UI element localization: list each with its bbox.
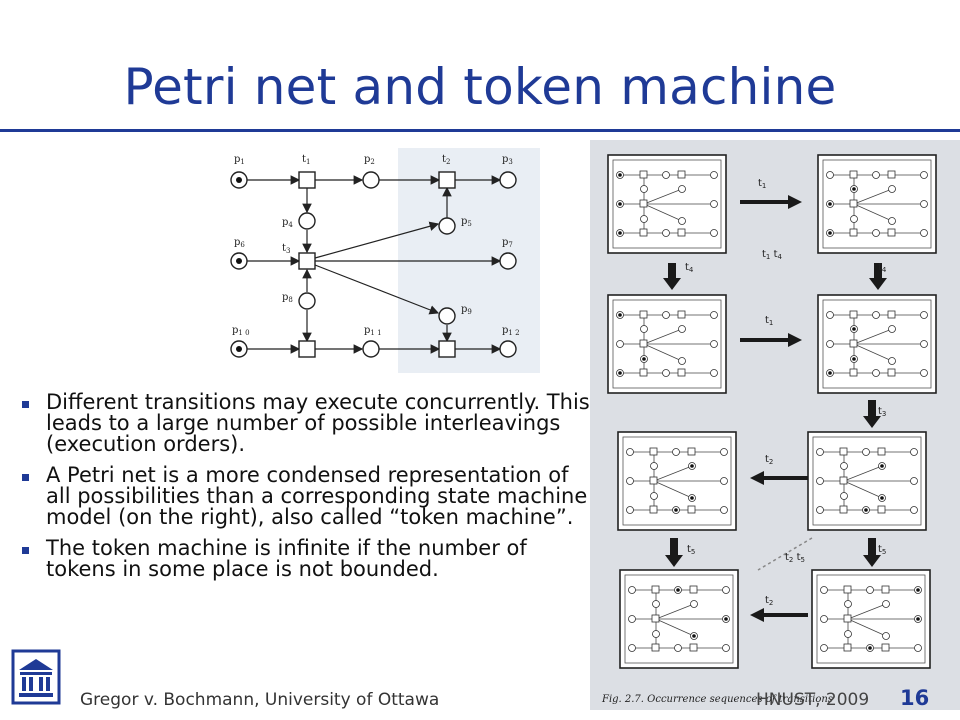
state-thumbnail [607, 154, 727, 254]
label-p8: p8 [282, 292, 293, 304]
footer-author: Gregor v. Bochmann, University of Ottawa [80, 690, 440, 710]
arrow-label-2: t4 [685, 262, 694, 274]
slide-title: Petri net and token machine [123, 58, 837, 116]
label-p3: p3 [502, 154, 513, 166]
bullet-square-icon [22, 401, 29, 408]
label-p11: p1 1 [364, 325, 382, 337]
label-t1: t1 [302, 154, 311, 166]
petri-net-diagram: p1 t1 p2 t2 p3 p4 p5 p6 t3 p7 p8 p9 p1 0… [230, 154, 520, 358]
state-thumbnail [607, 294, 727, 394]
bullet-text: The token machine is infinite if the num… [46, 536, 527, 581]
bullet-square-icon [22, 547, 29, 554]
state-thumbnail [619, 569, 739, 669]
state-thumbnail [817, 294, 937, 394]
label-p7: p7 [502, 237, 513, 249]
arrow-label-4: t1 [765, 315, 773, 327]
diagonal-label-1: t1 t4 [762, 249, 783, 261]
label-p2: p2 [364, 154, 375, 166]
arrow-label-5: t3 [878, 406, 886, 418]
footer-event: HNUST, 2009 [756, 690, 870, 710]
state-thumbnail [807, 431, 927, 531]
state-thumbnail [811, 569, 931, 669]
slide-number: 16 [900, 686, 930, 710]
arrow-label-6: t2 [765, 454, 773, 466]
label-p10: p1 0 [232, 325, 250, 337]
label-p6: p6 [234, 237, 245, 249]
bullet-item: The token machine is infinite if the num… [18, 538, 593, 580]
bullet-square-icon [22, 474, 29, 481]
label-p4: p4 [282, 217, 293, 229]
label-p5: p5 [461, 216, 472, 228]
token-machine-caption: Fig. 2.7. Occurrence sequences of transi… [601, 694, 833, 705]
arrow-label-9: t2 [765, 595, 773, 607]
diagonal-label-2: t2 t5 [785, 552, 805, 564]
university-logo-icon [11, 649, 61, 705]
label-p12: p1 2 [502, 325, 520, 337]
label-t2: t2 [442, 154, 451, 166]
arrow-label-1: t1 [758, 178, 766, 190]
arrow-label-3: t4 [878, 262, 887, 274]
bullet-item: A Petri net is a more condensed represen… [18, 465, 593, 528]
token-machine-diagram: t1 t4 t4 t1 t3 t2 t5 t5 t2 t1 t4 t2 t5 F… [601, 154, 937, 705]
title-divider [0, 129, 960, 132]
bullet-text: Different transitions may execute concur… [46, 390, 590, 456]
label-t3: t3 [282, 243, 291, 255]
label-p9: p9 [461, 304, 472, 316]
label-p1: p1 [234, 154, 245, 166]
state-thumbnail [817, 154, 937, 254]
bullet-item: Different transitions may execute concur… [18, 392, 593, 455]
state-thumbnail [617, 431, 737, 531]
bullet-list: Different transitions may execute concur… [18, 392, 593, 590]
arrow-label-7: t5 [687, 544, 695, 556]
bullet-text: A Petri net is a more condensed represen… [46, 463, 588, 529]
arrow-label-8: t5 [878, 544, 886, 556]
